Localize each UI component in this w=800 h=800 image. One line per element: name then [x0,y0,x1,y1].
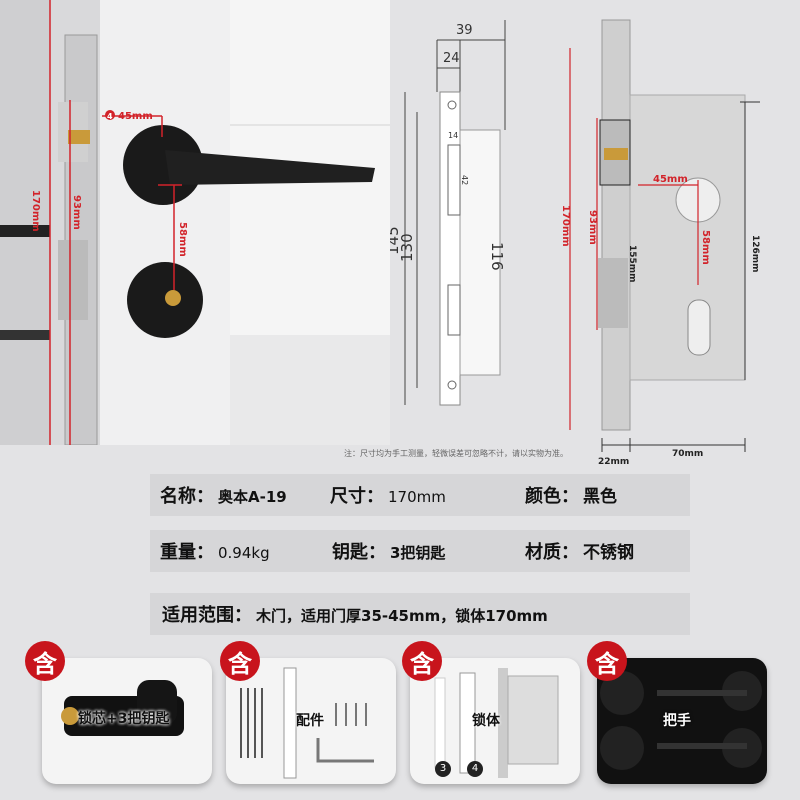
dim-total-height: 170mm [560,205,571,247]
color-label: 颜色： [525,486,579,507]
dim-total-height: 170mm [30,190,41,232]
weight-value: 0.94kg [218,544,270,562]
included-handle-card: 把手 [597,658,767,784]
part-number-4: 4 [467,761,483,777]
dim-155: 155mm [627,245,637,283]
name-value: 奥本A-19 [218,488,287,506]
included-badge: 含 [25,641,65,681]
dim-latch-to-cylinder: 93mm [71,195,82,230]
included-lock-body-card: 锁体 3 4 [410,658,580,784]
size-value: 170mm [388,488,446,506]
dim-latch-to-cylinder: 93mm [587,210,598,245]
scope-value: 木门，适用门厚35-45mm，锁体170mm [256,607,548,625]
dim-handle-projection: 45mm [118,111,153,122]
part-number-3: 3 [435,761,451,777]
lock-body-diagram: 170mm 93mm 45mm 58mm 155mm 126mm 22mm 70… [560,19,760,467]
dim-126: 126mm [750,235,760,273]
material-value: 不锈钢 [583,543,634,563]
dim-num-4: 4 [107,112,113,121]
dim-width-24: 24 [443,51,460,66]
keys-value: 3把钥匙 [390,544,446,562]
dim-70: 70mm [672,449,703,459]
dim-22: 22mm [598,457,629,467]
dim-handle-to-cylinder: 58mm [700,230,711,265]
material-label: 材质： [525,542,579,563]
included-cylinder-card: 锁芯+3把钥匙 [42,658,212,784]
dim-height-42: 42 [460,175,469,185]
cylinder-label: 锁芯+3把钥匙 [78,711,170,727]
size-label: 尺寸： [330,486,384,507]
dim-handle-to-cylinder: 58mm [177,222,188,257]
dim-width-39: 39 [456,23,473,38]
accessories-label: 配件 [296,713,324,729]
included-accessories-card: 配件 [226,658,396,784]
dim-backset: 45mm [653,174,688,185]
included-badge: 含 [402,641,442,681]
color-value: 黑色 [583,487,617,507]
strike-plate-diagram: 39 24 14 42 145 130 116 [390,20,506,406]
cylinder-image [61,680,184,736]
included-badge: 含 [587,641,627,681]
spec-row-3: 适用范围：木门，适用门厚35-45mm，锁体170mm [150,593,690,635]
included-badge: 含 [220,641,260,681]
dim-width-14: 14 [448,131,458,140]
name-label: 名称： [160,486,214,507]
weight-label: 重量： [160,542,214,563]
dim-height-145: 145 [390,226,402,255]
spec-row-1: 名称：奥本A-19 尺寸：170mm 颜色：黑色 [150,474,690,516]
lock-body-image [434,668,559,778]
door-handle-photo: 4 45mm 170mm 93mm 58mm [0,0,390,445]
handle-label: 把手 [663,713,691,729]
keys-label: 钥匙： [332,542,386,563]
dim-height-130: 130 [398,233,416,262]
scope-label: 适用范围： [162,605,252,626]
accessories-image [240,667,374,779]
lock-body-label: 锁体 [472,713,500,729]
spec-row-2: 重量：0.94kg 钥匙：3把钥匙 材质：不锈钢 [150,530,690,572]
dim-height-116: 116 [488,242,506,271]
handle-image [600,671,762,770]
measurement-note: 注：尺寸均为手工测量，轻微误差可忽略不计，请以实物为准。 [344,449,568,458]
